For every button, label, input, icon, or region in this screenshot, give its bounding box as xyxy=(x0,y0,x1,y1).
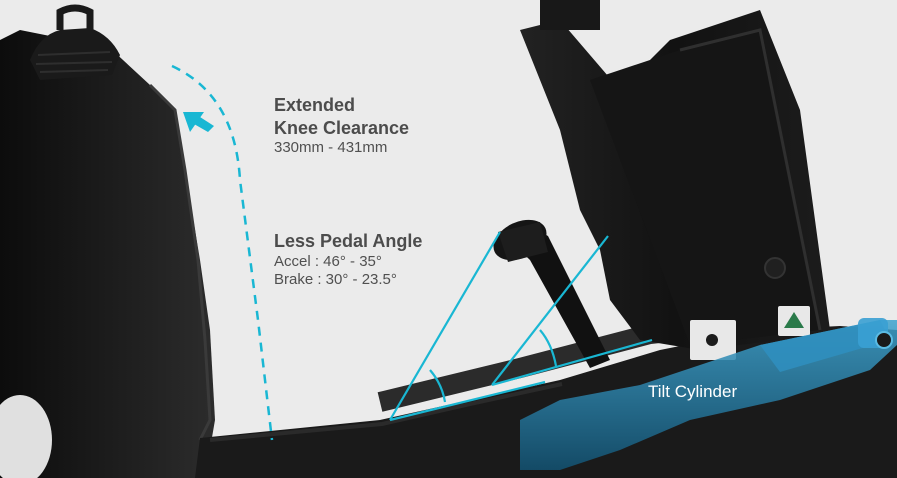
pedal-angle-lines xyxy=(389,231,653,422)
pedal-angle-callout: Less Pedal Angle Accel : 46° - 35° Brake… xyxy=(274,230,422,290)
pedal-angle-title: Less Pedal Angle xyxy=(274,231,423,251)
knee-clearance-dashed-arc xyxy=(171,64,274,441)
brake-angle: Brake : 30° - 23.5° xyxy=(274,271,397,289)
tilt-cylinder-label: Tilt Cylinder xyxy=(648,382,738,401)
knee-clearance-range: 330mm - 431mm xyxy=(274,139,388,156)
seat-body xyxy=(0,4,215,478)
arrow-pointing-left-icon xyxy=(183,112,214,132)
accel-angle: Accel : 46° - 35° xyxy=(274,252,382,270)
knee-clearance-title-line2: Knee Clearance xyxy=(274,117,410,138)
mast xyxy=(520,0,830,360)
tilt-cylinder-overlay xyxy=(520,318,897,470)
knee-clearance-title-line1: Extended xyxy=(274,95,356,115)
accelerator-pedal xyxy=(493,219,610,368)
knee-clearance-callout: Extended Knee Clearance 330mm - 431mm xyxy=(274,94,409,158)
